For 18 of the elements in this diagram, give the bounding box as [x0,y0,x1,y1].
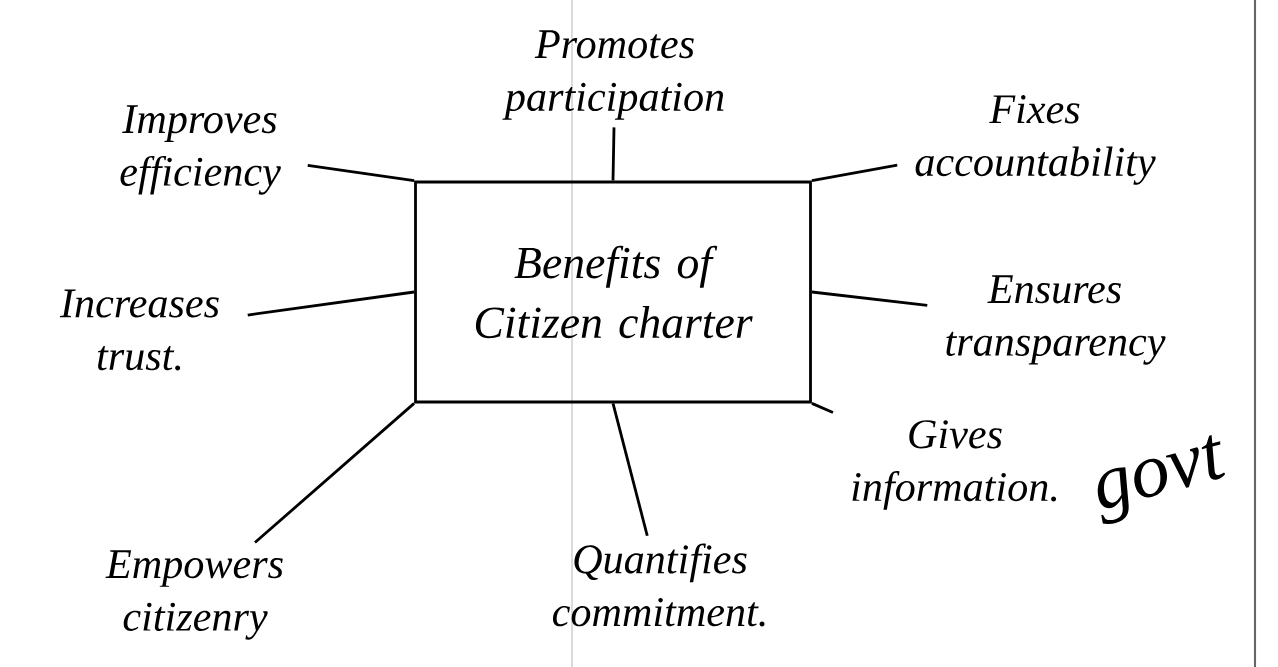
connector-line [307,164,415,182]
benefit-text: Quantifies commitment. [553,543,765,627]
note-text: govt [1097,435,1226,524]
connector-line [254,402,416,544]
benefit-text: Improves efficiency [120,105,281,195]
benefit-text: Gives information. [852,420,1057,510]
benefit-text: Promotes participation [502,30,724,120]
benefit-text: Empowers citizenry [105,550,283,640]
connector-line [611,127,616,181]
benefit-text: Increases trust. [59,289,219,371]
connector-line [611,403,649,537]
central-box: Benefits of Citizen charter [414,180,812,404]
connector-line [811,290,928,307]
connector-line [811,163,898,182]
benefit-text: Ensures transparency [946,275,1166,365]
benefit-text: Fixes accountability [915,95,1156,185]
connector-line [247,290,415,317]
connector-line [811,402,834,414]
